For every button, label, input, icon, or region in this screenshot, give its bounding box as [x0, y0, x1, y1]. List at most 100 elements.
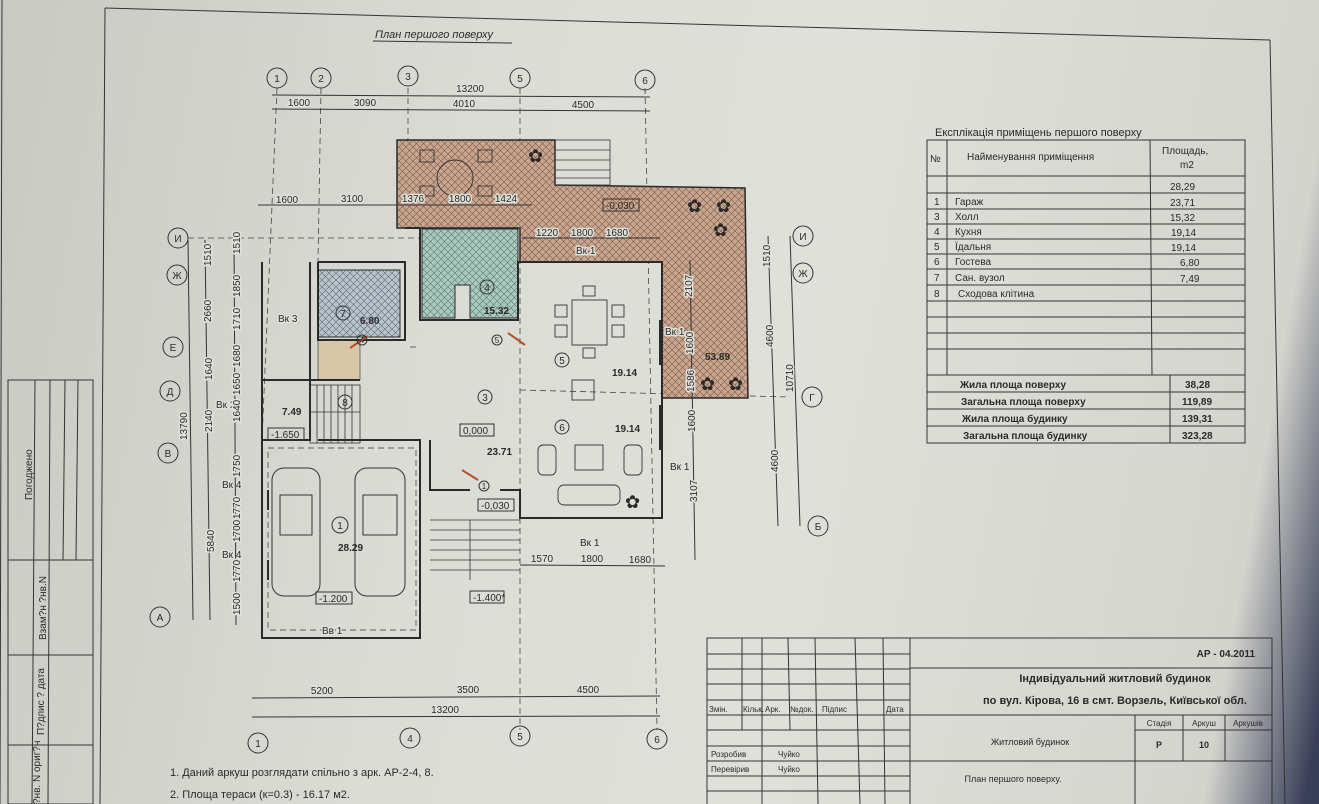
- axis-top-6: 6: [634, 69, 656, 91]
- stage-value: Р: [1156, 740, 1162, 750]
- svg-text:1: 1: [482, 482, 487, 491]
- svg-text:3: 3: [934, 212, 940, 223]
- table-title: Експлікація приміщень першого поверху: [935, 127, 1142, 139]
- dim-top: 4010: [453, 99, 476, 110]
- svg-text:5: 5: [495, 336, 500, 345]
- dim-terrace: 1800: [571, 228, 594, 239]
- dim-bottom-inner: 1680: [629, 555, 652, 566]
- plant-icon: ✿: [700, 374, 715, 394]
- svg-text:Е: Е: [170, 343, 177, 354]
- dim-left-inner: 1640: [232, 399, 243, 422]
- svg-text:Загальна площа будинку: Загальна площа будинку: [963, 430, 1088, 442]
- svg-text:6: 6: [642, 76, 648, 87]
- area-value: 23,71: [1170, 198, 1195, 209]
- stage-label: Стадія: [1147, 719, 1172, 728]
- svg-text:28.29: 28.29: [338, 543, 363, 554]
- title-block: АР - 04.2011 Індивідуальний житловий буд…: [706, 637, 1273, 804]
- table-row: 3 Холл: [934, 212, 979, 223]
- table-row: 6 Гостева: [934, 257, 992, 268]
- svg-text:Вк 1: Вк 1: [665, 327, 685, 338]
- room-labels: 1 28.29 3 23.71 4 15.32 5 19.14 6 19.14 …: [282, 279, 730, 554]
- svg-text:Ж: Ж: [798, 269, 808, 280]
- svg-text:6: 6: [934, 257, 940, 268]
- svg-text:Вк 4: Вк 4: [222, 550, 242, 561]
- level-marks: -0,030 0,000 -1.650 -0,030 -1.200 -1.400…: [267, 198, 640, 605]
- svg-text:-1.200: -1.200: [319, 594, 348, 605]
- dim-top-second: 1424: [495, 194, 518, 205]
- svg-text:Холл: Холл: [955, 212, 979, 223]
- svg-text:7: 7: [934, 273, 940, 284]
- sheet-label: Аркуш: [1192, 719, 1216, 728]
- svg-text:-0,030: -0,030: [606, 201, 635, 212]
- object-name: Житловий будинок: [991, 737, 1069, 747]
- svg-text:4: 4: [407, 734, 413, 745]
- svg-text:Загальна площа поверху: Загальна площа поверху: [961, 397, 1086, 408]
- drawing-code: АР - 04.2011: [1197, 649, 1256, 660]
- svg-text:-1.400*: -1.400*: [473, 593, 505, 604]
- svg-text:4: 4: [934, 227, 940, 238]
- svg-text:23.71: 23.71: [487, 447, 512, 458]
- axis-bubbles: 1 2 3 5 6 1 4 5 6 И Ж Е Д В А И Ж Г Б: [149, 65, 829, 754]
- room-7-bathroom: 7 6.80: [335, 305, 380, 327]
- axis-bottom-6: 6: [646, 728, 668, 750]
- svg-text:Вк 3: Вк 3: [278, 314, 298, 325]
- axis-top-1: 1: [266, 67, 288, 89]
- terrace-area: 53.89: [705, 352, 730, 363]
- dim-left-inner: 1850: [232, 274, 243, 297]
- dimension-lines: [187, 94, 801, 718]
- axis-right-g: Г: [801, 386, 823, 408]
- dim-right-mid: 1510: [762, 244, 773, 267]
- dim-bottom-total: 13200: [431, 705, 459, 716]
- svg-text:Кухня: Кухня: [955, 227, 982, 238]
- svg-text:1: 1: [337, 521, 343, 532]
- svg-text:323,28: 323,28: [1182, 431, 1213, 442]
- area-value: 28,29: [1170, 182, 1195, 193]
- axis-bottom-5: 5: [509, 725, 531, 747]
- dim-left-mid: 1640: [204, 357, 215, 380]
- opening-labels: Вк 3 Вк 2 Вк 4 Вк 4 Вк 1 Вк 1 Вк 1 Вк 1 …: [215, 245, 692, 639]
- dim-right-mid: 4600: [770, 449, 781, 472]
- sheet-title: План першого поверху.: [965, 774, 1062, 784]
- dim-left-inner: 1710: [232, 307, 243, 330]
- plant-icon: ✿: [528, 146, 543, 166]
- room-8-stairwell: 8 7.49: [282, 394, 353, 418]
- checked-label: Перевірив: [711, 765, 749, 774]
- door-marks: 4 5 1: [356, 334, 503, 492]
- plant-icon: ✿: [728, 374, 743, 394]
- sheet-frame: [0, 0, 1286, 804]
- svg-text:0,000: 0,000: [463, 426, 488, 437]
- axis-right-zh: Ж: [792, 262, 814, 284]
- svg-text:Сан. вузол: Сан. вузол: [955, 273, 1005, 284]
- dim-right-inner: 1586: [686, 369, 697, 392]
- dim-bottom: 4500: [577, 685, 600, 696]
- svg-text:7: 7: [340, 309, 346, 320]
- svg-text:19.14: 19.14: [612, 368, 637, 379]
- garage-cars: [267, 447, 417, 631]
- svg-text:6.80: 6.80: [360, 316, 380, 327]
- svg-text:Гостева: Гостева: [955, 257, 992, 268]
- dim-top: 1600: [288, 98, 311, 109]
- total-row: Загальна площа будинку 323,28: [963, 430, 1213, 442]
- dim-terrace: 1220: [536, 228, 559, 239]
- plant-icon: ✿: [687, 196, 702, 216]
- svg-text:Вк 1: Вк 1: [670, 462, 690, 473]
- developed-by: Чуйко: [778, 750, 800, 759]
- dim-top-total: 13200: [456, 84, 484, 95]
- dim-terrace: 1680: [606, 228, 629, 239]
- svg-text:И: И: [799, 232, 806, 243]
- dim-top-second: 1800: [449, 194, 472, 205]
- svg-text:В: В: [165, 449, 172, 460]
- developed-label: Розробив: [711, 750, 746, 759]
- explication-table: Експлікація приміщень першого поверху № …: [926, 127, 1246, 444]
- kitchen-zone: [421, 228, 519, 319]
- svg-text:Д: Д: [167, 387, 174, 398]
- area-value: 19,14: [1171, 228, 1196, 239]
- dining-table-set: [554, 285, 625, 359]
- project-line-2: по вул. Кірова, 16 в смт. Ворзель, Київс…: [983, 695, 1247, 707]
- svg-text:Ж: Ж: [172, 271, 182, 282]
- dim-right-inner: 3107: [689, 479, 700, 502]
- terrace-stairs: [554, 139, 611, 186]
- dim-left-inner: 1700: [232, 519, 243, 542]
